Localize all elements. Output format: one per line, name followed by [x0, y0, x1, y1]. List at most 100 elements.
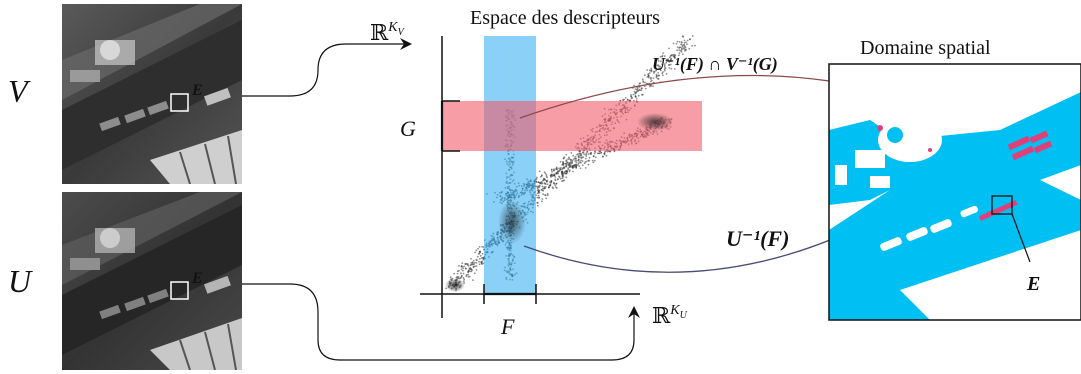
region-e-box-mask: [991, 195, 1013, 215]
region-e-label-u: E: [191, 270, 203, 287]
scatter-point: [606, 150, 609, 153]
scatter-point: [555, 172, 558, 175]
scatter-point: [652, 77, 655, 79]
scatter-point: [650, 67, 653, 70]
scatter-point: [475, 258, 478, 261]
region-e-box-v: [170, 93, 189, 112]
scatter-point: [478, 260, 480, 263]
scatter-point: [689, 38, 691, 41]
scatter-point: [598, 152, 600, 155]
scatter-point: [590, 153, 592, 156]
scatter-point: [648, 69, 651, 72]
scatter-point: [584, 167, 587, 169]
scatter-point: [557, 177, 559, 180]
scatter-point: [470, 263, 473, 266]
scatter-point: [665, 73, 668, 75]
scatter-point: [670, 63, 672, 66]
scatter-point: [553, 181, 555, 184]
scatter-point: [572, 154, 575, 157]
scatter-point: [656, 58, 659, 61]
scatter-point: [473, 261, 476, 264]
spatial-domain-frame: [828, 63, 1081, 321]
scatter-point: [668, 56, 671, 59]
scatter-point: [574, 160, 576, 162]
scatter-point: [594, 151, 597, 154]
arrow-f-to-mask: [523, 217, 879, 273]
scatter-point: [673, 68, 676, 70]
scatter-point: [478, 263, 481, 266]
scatter-point: [678, 41, 681, 43]
scatter-point: [655, 75, 658, 78]
scatter-point: [580, 153, 583, 155]
scatter-point: [561, 171, 564, 173]
scatter-point: [691, 45, 693, 47]
scatter-point: [571, 160, 573, 163]
scatter-point: [562, 163, 564, 166]
scatter-point: [549, 184, 552, 186]
scatter-point: [480, 261, 483, 264]
scatter-point: [561, 168, 564, 170]
scatter-point: [670, 57, 672, 60]
scatter-point: [657, 72, 660, 74]
scatter-point: [678, 49, 681, 52]
scatter-point: [641, 87, 643, 89]
scatter-point: [657, 64, 659, 67]
scatter-point: [592, 155, 595, 158]
scatter-point: [548, 186, 550, 189]
scatter-point: [467, 263, 469, 265]
scatter-point: [560, 166, 562, 169]
scatter-point: [457, 275, 460, 278]
scatter-point: [546, 183, 549, 186]
scatter-point: [657, 78, 660, 80]
scatter-point: [575, 164, 578, 167]
scatter-point: [476, 255, 479, 258]
scatter-point: [568, 158, 571, 160]
scatter-point: [637, 94, 640, 97]
scatter-point: [555, 182, 558, 185]
scatter-point: [567, 163, 570, 166]
scatter-point: [553, 168, 555, 171]
scatter-point: [470, 268, 472, 270]
scatter-point: [581, 164, 584, 167]
scatter-point: [559, 168, 562, 171]
scatter-point: [603, 153, 606, 156]
scatter-point: [663, 68, 666, 71]
scatter-point: [659, 55, 662, 58]
scatter-point: [636, 87, 639, 90]
scatter-point: [552, 187, 554, 190]
scatter-point: [681, 35, 684, 38]
scatter-point: [661, 58, 664, 61]
scatter-point: [634, 95, 637, 98]
scatter-point: [572, 170, 574, 173]
scatter-point: [539, 184, 541, 187]
scatter-point: [544, 194, 546, 196]
scatter-point: [475, 262, 478, 264]
scatter-point: [688, 47, 691, 50]
scatter-point: [475, 265, 478, 267]
scatter-point: [672, 42, 675, 45]
scatter-point: [605, 154, 608, 157]
scatter-point: [564, 170, 567, 173]
scatter-point: [472, 279, 474, 281]
scatter-point: [565, 153, 568, 156]
scatter-point: [682, 47, 685, 49]
region-e-label-v: E: [191, 82, 203, 99]
scatter-point: [593, 159, 596, 162]
scatter-point: [593, 152, 596, 155]
scatter-point: [541, 185, 544, 188]
scatter-point: [637, 89, 640, 92]
scatter-point: [542, 189, 545, 192]
scatter-point: [553, 174, 556, 177]
scatter-point: [646, 76, 649, 78]
scatter-point: [678, 46, 681, 49]
scatter-point: [587, 159, 590, 162]
scatter-point: [550, 181, 552, 183]
scatter-point: [536, 185, 538, 188]
scatter-point: [467, 276, 470, 278]
scatter-point: [565, 176, 568, 179]
scatter-point: [543, 177, 545, 180]
scatter-point: [535, 181, 538, 184]
scatter-point: [585, 160, 588, 163]
scatter-point: [661, 72, 664, 75]
scatter-point: [474, 251, 476, 254]
